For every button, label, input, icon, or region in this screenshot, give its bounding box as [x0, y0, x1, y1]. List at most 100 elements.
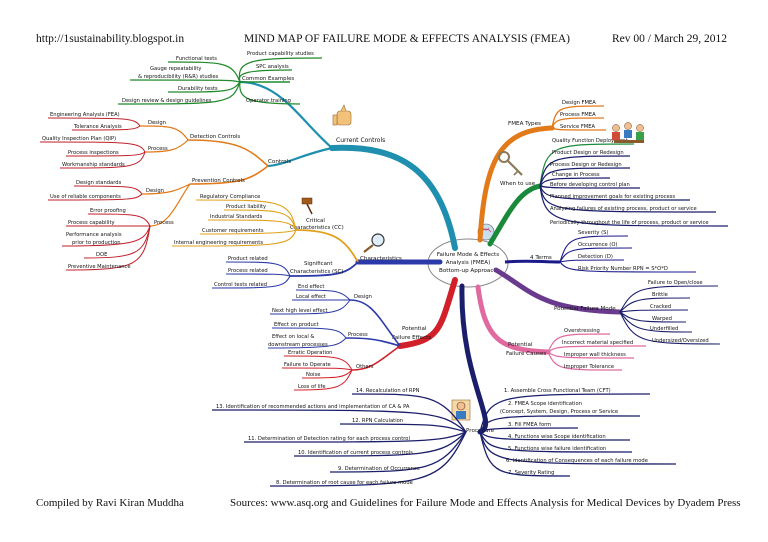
end-effect-text: End effect: [298, 284, 324, 290]
step-12-text: 12. RPN Calculation: [352, 418, 403, 424]
step-3-text: 3. Fill FMEA form: [508, 422, 551, 428]
compiled-by: Compiled by Ravi Kiran Muddha: [36, 497, 184, 509]
potential-failure-mode-group: Potential Failure Mode Failure to Open/c…: [554, 280, 721, 345]
procedure-group: Procedure 1. Assemble Cross Functional T…: [211, 388, 677, 487]
gavel-icon: [301, 197, 313, 215]
current-controls-label: Current Controls: [336, 137, 385, 144]
warped-text: Warped: [652, 316, 672, 322]
step-10-text: 10. Identification of current process co…: [298, 450, 413, 456]
characteristics-label: Characteristics: [360, 256, 402, 262]
common-examples-label: Common Examples: [242, 76, 294, 82]
branch-four-terms: [504, 259, 561, 264]
potential-failure-mode-label: Potential Failure Mode: [554, 306, 616, 312]
product-capability-text: Product capability studies: [247, 51, 314, 57]
person-icon: [451, 399, 471, 421]
potential-effects-group: Potential Failure Effects Design End eff…: [267, 284, 431, 391]
fmea-types-label: FMEA Types: [508, 121, 541, 127]
error-proofing-text: Error proofing: [90, 208, 126, 214]
customer-requirements-text: Customer requirements: [202, 228, 264, 234]
engineering-analysis-text: Engineering Analysis (FEA): [50, 112, 120, 118]
key-icon: [498, 151, 523, 176]
performance-analysis-text-1: Performance analysis: [66, 232, 122, 238]
significant-label-1: Significant: [304, 261, 332, 267]
significant-label-2: Characteristics (SC): [290, 269, 343, 275]
reliable-components-text: Use of reliable components: [50, 194, 121, 200]
thumbs-up-icon: [332, 104, 352, 126]
periodically-text: Periodically throughout the life of proc…: [550, 220, 709, 226]
step-11-text: 11. Determination of Detection rating fo…: [248, 436, 410, 442]
qfd-text: Quality Function Deployment: [552, 138, 628, 144]
service-fmea-text: Service FMEA: [560, 124, 596, 130]
branch-potential-causes: [475, 284, 551, 355]
process-related-text: Process related: [228, 268, 268, 274]
effect-local-text-2: downstream processes: [268, 342, 328, 348]
before-control-plan-text: Before developing control plan: [550, 182, 630, 188]
noise-text: Noise: [306, 372, 320, 378]
product-related-text: Product related: [228, 256, 268, 262]
step-14-text: 14. Recalculation of RPN: [356, 388, 420, 394]
when-to-use-label: When to use: [500, 181, 536, 187]
design-standards-text: Design standards: [76, 180, 122, 186]
characteristics-group: Characteristics Critical Characteristics…: [171, 194, 402, 289]
eff-others-label: Others: [356, 364, 374, 370]
local-effect-text: Local effect: [296, 294, 326, 300]
eff-process-label: Process: [348, 332, 368, 338]
change-in-process-text: Change in Process: [552, 172, 600, 178]
detection-text: Detection (D): [578, 254, 613, 260]
step-2a-text: 2. FMEA Scope identification: [508, 401, 582, 407]
incorrect-material-text: Incorrect material specified: [562, 340, 633, 346]
workmanship-text: Workmanship standards: [62, 162, 125, 168]
det-process-label: Process: [148, 146, 168, 152]
prev-design-label: Design: [146, 188, 164, 194]
overstressing-text: Overstressing: [564, 328, 600, 334]
severity-text: Severity (S): [578, 230, 608, 236]
preventive-maintenance-text: Preventive Maintenance: [68, 264, 131, 270]
fmea-types-group: FMEA Types Design FMEA Process FMEA Serv…: [508, 100, 644, 143]
control-tests-text: Control tests related: [214, 282, 267, 288]
branch-current-controls: [329, 144, 458, 251]
next-high-level-text: Next high level effect: [272, 308, 328, 314]
product-liability-text: Product liability: [226, 204, 266, 210]
det-design-label: Design: [148, 120, 166, 126]
operator-training-text: Operator training: [246, 98, 291, 104]
failure-to-operate-text: Failure to Operate: [284, 362, 331, 368]
qip-text: Quality Inspection Plan (QIP): [42, 136, 116, 142]
step-2b-text: (Concept, System, Design, Process or Ser…: [500, 409, 618, 415]
spc-analysis-text: SPC analysis: [256, 64, 289, 70]
undersized-text: Undersized/Oversized: [652, 338, 709, 344]
step-8-text: 8. Determination of root cause for each …: [276, 480, 413, 486]
regulatory-compliance-text: Regulatory Compliance: [200, 194, 260, 200]
improper-wall-text: Improper wall thickness: [564, 352, 626, 358]
branch-when-to-use: [487, 183, 543, 247]
functional-tests-text: Functional tests: [176, 56, 217, 62]
eff-design-label: Design: [354, 294, 372, 300]
analyzing-failures-text: Analyzing failures of existing process, …: [550, 206, 697, 212]
step-7-text: 7. Severity Rating: [508, 470, 554, 476]
revision-label: Rev 00 / March 29, 2012: [612, 33, 727, 45]
step-1-text: 1. Assemble Cross Functional Team (CFT): [504, 388, 611, 394]
step-4-text: 4. Functions wise Scope identification: [508, 434, 606, 440]
occurrence-text: Occurrence (O): [578, 242, 617, 248]
underfilled-text: Underfilled: [650, 326, 678, 332]
effect-local-text-1: Effect on local &: [272, 334, 314, 340]
blog-url: http://1sustainability.blogspot.in: [36, 33, 185, 45]
step-5-text: 5. Functions wise failure identification: [508, 446, 606, 452]
step-6-text: 6. Identification of Consequences of eac…: [506, 458, 648, 464]
critical-label-1: Critical: [306, 218, 325, 224]
design-fmea-text: Design FMEA: [562, 100, 596, 106]
process-inspections-text: Process inspections: [68, 150, 119, 156]
current-controls-group: Current Controls Common Examples Product…: [39, 51, 385, 271]
improper-tolerance-text: Improper Tolerance: [564, 364, 614, 370]
design-review-text: Design review & design guidelines: [122, 98, 212, 104]
doe-text: DOE: [96, 252, 107, 258]
prev-process-label: Process: [154, 220, 174, 226]
rpn-text: Risk Priority Number RPN = S*O*D: [578, 266, 668, 272]
step-13-text: 13. Identification of recommended action…: [216, 404, 410, 410]
process-fmea-text: Process FMEA: [560, 112, 596, 118]
potential-causes-label-1: Potential: [508, 342, 533, 348]
potential-causes-group: Potential Failure Causes Overstressing I…: [506, 328, 647, 371]
industrial-standards-text: Industrial Standards: [210, 214, 263, 220]
internal-engineering-text: Internal engineering requirements: [174, 240, 263, 246]
failure-to-open-text: Failure to Open/close: [648, 280, 703, 286]
